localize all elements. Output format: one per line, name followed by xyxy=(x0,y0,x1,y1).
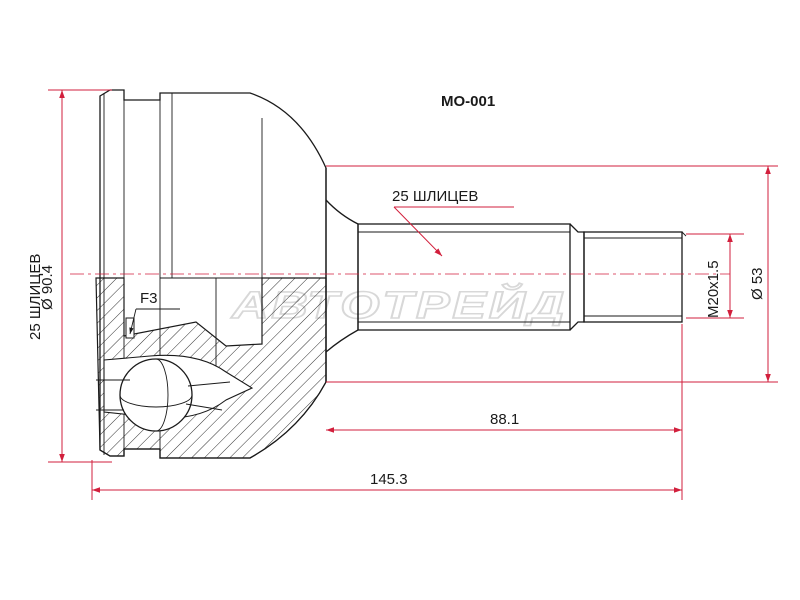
outer-diameter-label: Ø 90.4 xyxy=(39,265,56,310)
dimension-outer-diameter xyxy=(48,89,112,463)
housing-section xyxy=(95,277,327,459)
f3-leader xyxy=(129,308,180,335)
dimension-thread xyxy=(686,233,744,319)
thread-label: M20x1.5 xyxy=(705,260,722,318)
shaft-length-label: 88.1 xyxy=(490,411,519,428)
f3-label: F3 xyxy=(140,290,158,307)
total-length-label: 145.3 xyxy=(370,471,408,488)
shaft-diameter-label: Ø 53 xyxy=(749,267,766,300)
shaft xyxy=(325,168,687,382)
dimension-shaft-length xyxy=(326,324,683,440)
outer-splines-label: 25 ШЛИЦЕВ xyxy=(27,254,44,340)
dimension-shaft-diameter xyxy=(326,165,778,383)
shaft-splines-leader xyxy=(393,206,514,257)
part-number-title: MO-001 xyxy=(441,93,495,110)
ball xyxy=(119,358,193,432)
shaft-splines-label: 25 ШЛИЦЕВ xyxy=(392,188,478,205)
dimension-total-length xyxy=(91,440,683,500)
